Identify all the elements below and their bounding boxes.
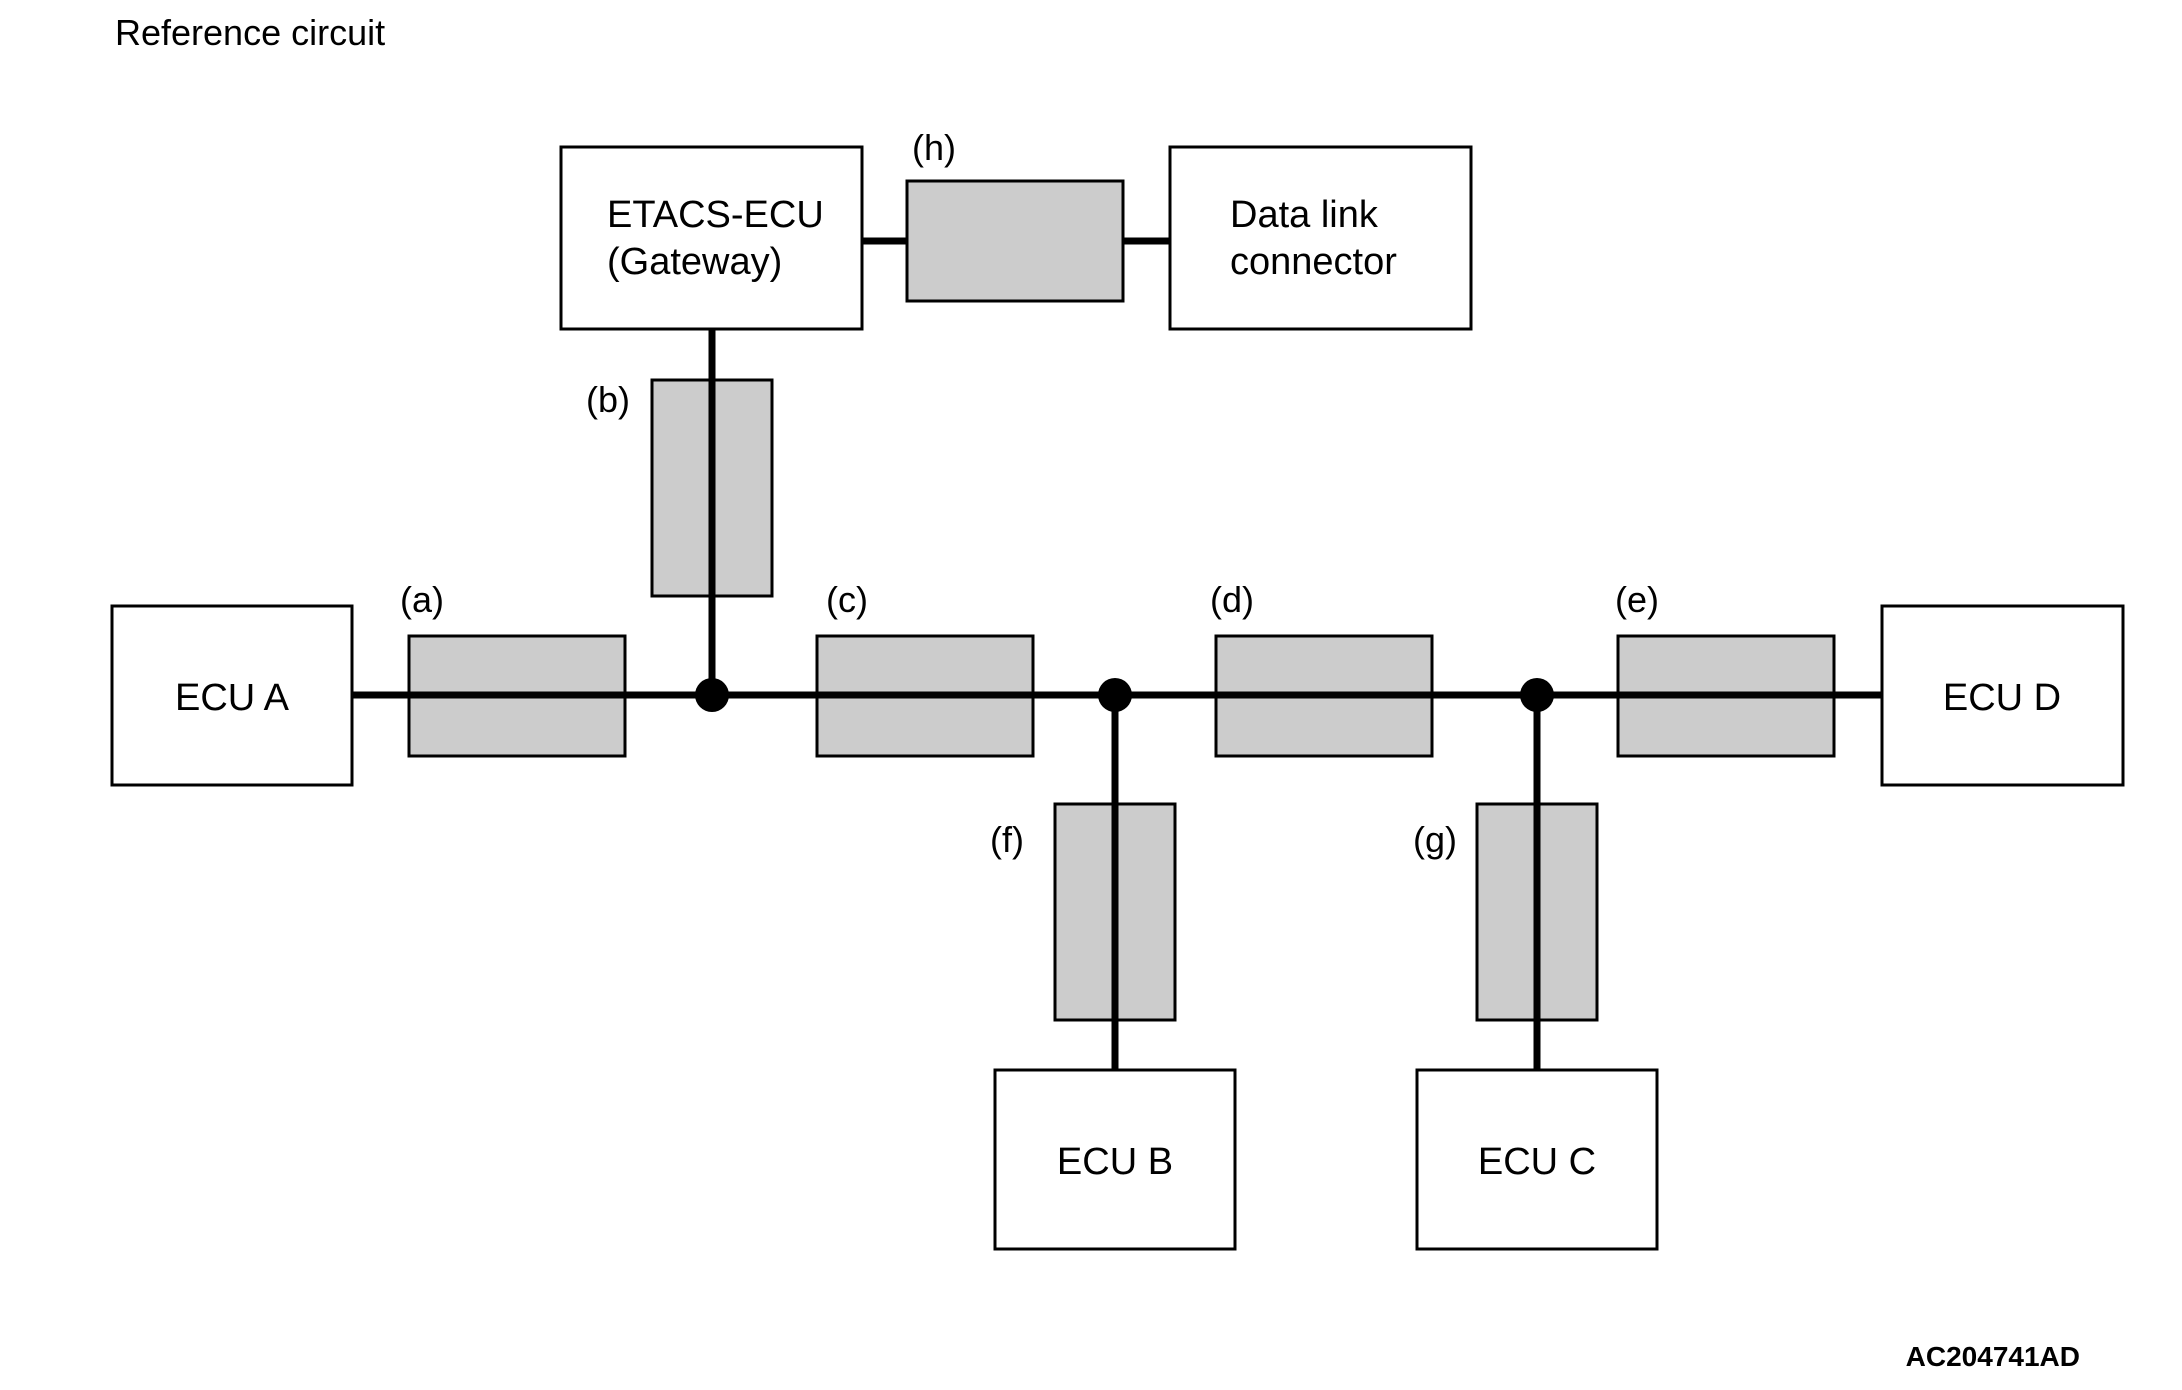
segment-f-label: (f)	[990, 819, 1024, 860]
ecu-b-label: ECU B	[1057, 1141, 1173, 1183]
data-link-connector-box	[1168, 145, 1473, 331]
segment-g-label: (g)	[1413, 819, 1457, 860]
box-labels: ETACS-ECU (Gateway) Data link connector …	[175, 194, 2061, 1183]
segment-h-label: (h)	[912, 127, 956, 168]
data-link-connector-label-line2: connector	[1230, 241, 1397, 283]
etacs-ecu-label-line1: ETACS-ECU	[607, 194, 824, 236]
ecu-boxes	[110, 145, 2125, 1251]
ecu-a-label: ECU A	[175, 677, 290, 719]
junction-dot-gateway	[695, 678, 729, 712]
ecu-d-box	[1880, 604, 2125, 787]
junctions	[695, 678, 1554, 712]
ecu-d-label: ECU D	[1943, 677, 2061, 719]
segment-labels: (a) (b) (c) (d) (e) (f) (g) (h)	[400, 127, 1659, 860]
ecu-b-box	[993, 1068, 1237, 1251]
ecu-c-label: ECU C	[1478, 1141, 1596, 1183]
figure-code: AC204741AD	[1906, 1341, 2080, 1372]
ecu-c-box	[1415, 1068, 1659, 1251]
diagram-title: Reference circuit	[115, 12, 385, 53]
ecu-a-box	[110, 604, 354, 787]
segment-a-label: (a)	[400, 579, 444, 620]
junction-dot-ecu-c	[1520, 678, 1554, 712]
etacs-ecu-box	[559, 145, 864, 331]
segment-b-label: (b)	[586, 379, 630, 420]
junction-dot-ecu-b	[1098, 678, 1132, 712]
segment-e-label: (e)	[1615, 579, 1659, 620]
etacs-ecu-label-line2: (Gateway)	[607, 241, 782, 283]
segment-h	[905, 179, 1125, 303]
segment-d-label: (d)	[1210, 579, 1254, 620]
segment-c-label: (c)	[826, 579, 868, 620]
data-link-connector-label-line1: Data link	[1230, 194, 1379, 236]
